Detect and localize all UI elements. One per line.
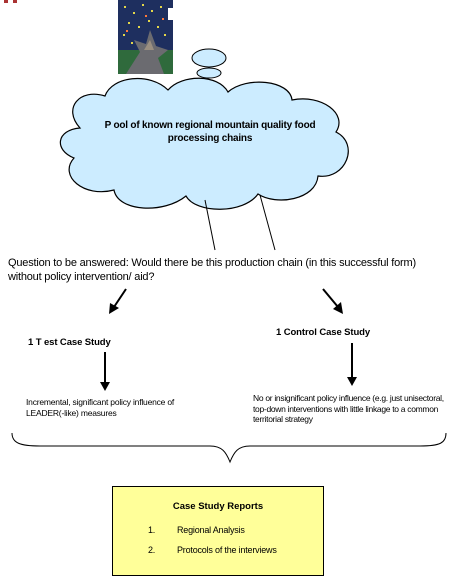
cloud-connector-line [259, 194, 276, 251]
test-case-heading: 1 T est Case Study [28, 337, 111, 348]
arrow-to-control-case [322, 288, 343, 314]
cloud-shape [59, 77, 349, 210]
arrow-test-down [100, 352, 110, 391]
cloud-connector-line [204, 199, 216, 251]
cloud-title: P ool of known regional mountain quality… [104, 120, 316, 144]
report-item-text: Protocols of the interviews [177, 545, 277, 555]
tree-picture [118, 0, 173, 74]
report-item-number: 2. [148, 545, 156, 555]
arrow-to-test-case [109, 288, 127, 314]
corner-mark [4, 0, 8, 3]
curly-brace [11, 432, 447, 464]
reports-title: Case Study Reports [172, 501, 264, 512]
case-study-reports-box: Case Study Reports 1. Regional Analysis … [112, 486, 324, 576]
control-case-description: No or insignificant policy influence (e.… [253, 393, 444, 424]
test-case-description: Incremental, significant policy influenc… [26, 397, 175, 418]
thought-bubble-medium [196, 67, 222, 79]
research-question: Question to be answered: Would there be … [8, 257, 416, 283]
report-item-number: 1. [148, 525, 156, 535]
thought-bubble-large [191, 48, 227, 68]
corner-mark [13, 0, 17, 3]
report-item-text: Regional Analysis [177, 525, 245, 535]
control-case-heading: 1 Control Case Study [276, 327, 371, 338]
arrow-control-down [347, 343, 357, 386]
